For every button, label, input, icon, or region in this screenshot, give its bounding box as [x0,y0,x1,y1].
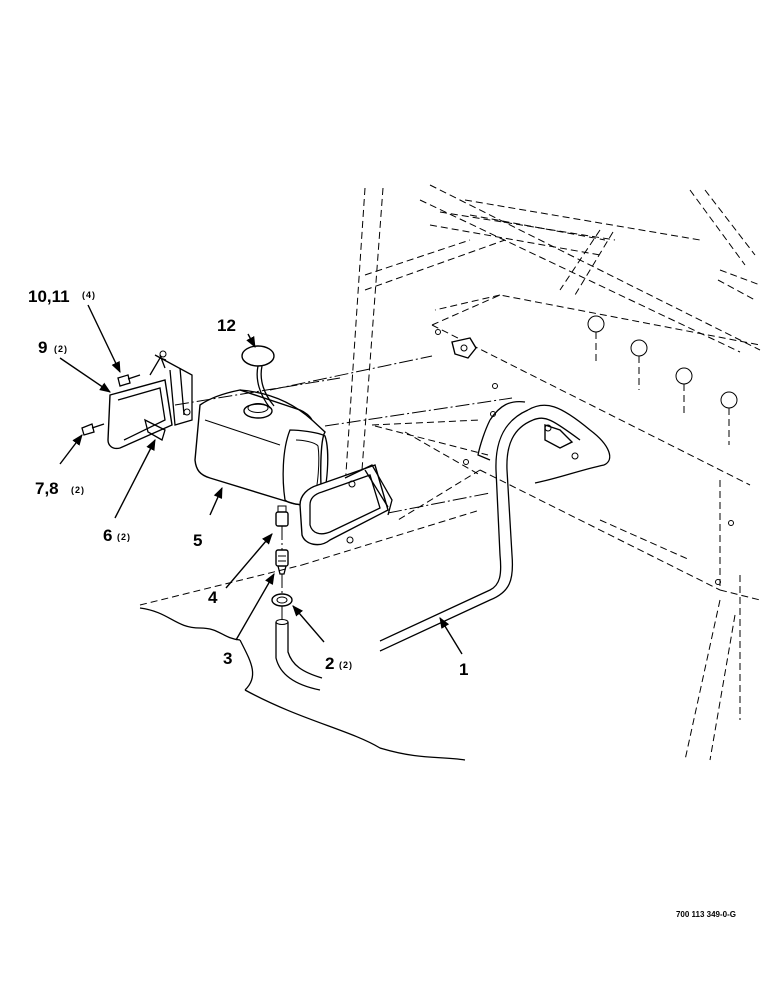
svg-text:4: 4 [208,588,218,607]
bolt-7-8 [81,423,105,436]
callout-4: 4 [208,588,218,607]
leader-arrows [59,304,463,655]
callout-12: 12 [217,316,236,335]
callout-2: 2 (2) [325,654,353,673]
svg-text:3: 3 [223,649,232,668]
svg-text:(2): (2) [117,532,131,542]
callout-9: 9 (2) [38,338,68,357]
hose-1 [379,400,611,652]
strap-6 [107,350,193,450]
svg-text:(2): (2) [54,344,68,354]
svg-text:(2): (2) [339,660,353,670]
svg-text:6: 6 [103,526,112,545]
svg-text:5: 5 [193,531,202,550]
break-lines [139,464,605,761]
tank-5 [194,389,329,506]
lower-hose [275,619,323,691]
svg-text:1: 1 [459,660,468,679]
clamp-2 [271,593,293,607]
svg-text:7,8: 7,8 [35,479,59,498]
svg-text:12: 12 [217,316,236,335]
callout-5: 5 [193,531,202,550]
bolt-10-11 [117,374,141,387]
callout-7-8: 7,8 (2) [35,479,85,498]
callout-6: 6 (2) [103,526,131,545]
svg-text:(4): (4) [82,290,96,300]
callout-3: 3 [223,649,232,668]
callout-1: 1 [459,660,468,679]
svg-text:2: 2 [325,654,334,673]
fitting-4 [275,505,289,527]
svg-text:10,11: 10,11 [28,287,70,306]
callout-10-11: 10,11 (4) [28,287,96,306]
cap-12 [241,345,275,409]
strap-right [299,464,393,546]
machine-frame [139,184,761,761]
svg-text:9: 9 [38,338,47,357]
assembly-center-lines [174,355,513,622]
document-number: 700 113 349-0-G [676,910,736,919]
svg-text:(2): (2) [71,485,85,495]
